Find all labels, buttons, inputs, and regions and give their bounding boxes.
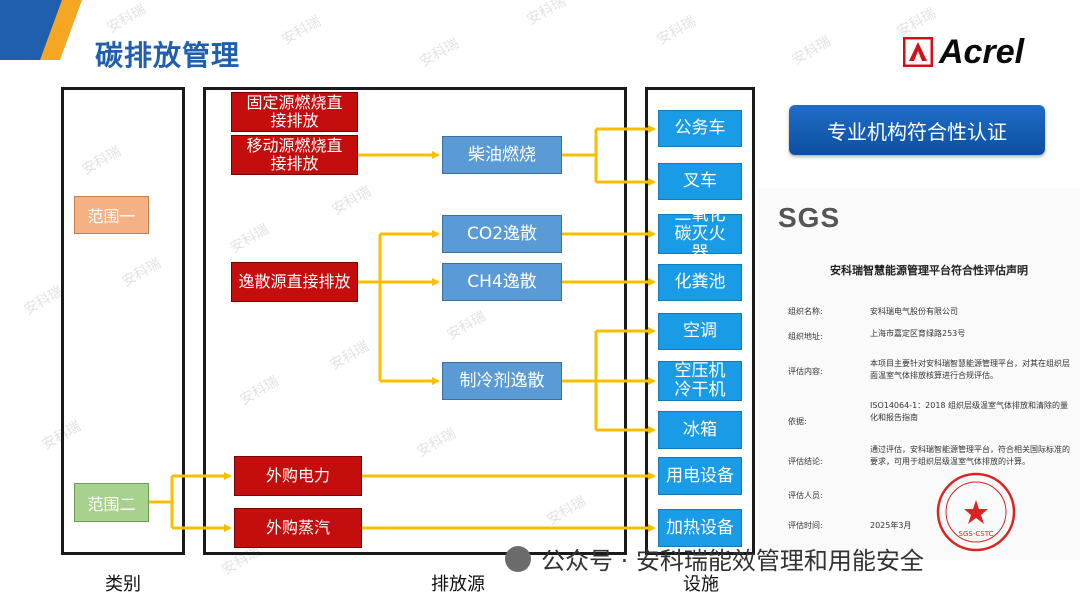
diesel-combustion-box: 柴油燃烧: [442, 136, 562, 174]
co2-fugitive-box: CO2逸散: [442, 215, 562, 253]
facility-power-equipment: 用电设备: [658, 457, 742, 495]
facility-forklift: 叉车: [658, 163, 742, 200]
sgs-certificate: SGS 安科瑞智慧能源管理平台符合性评估声明 组织名称: 安科瑞电气股份有限公司…: [758, 188, 1080, 560]
source-fixed-combustion: 固定源燃烧直接排放: [231, 92, 358, 132]
stamp-text: SGS-CSTC: [959, 530, 994, 538]
cert-value: 安科瑞电气股份有限公司: [870, 307, 958, 316]
cert-value: 2025年3月: [870, 521, 912, 530]
source-mobile-combustion: 移动源燃烧直接排放: [231, 135, 358, 175]
sgs-logo: SGS: [778, 202, 841, 233]
cert-label: 组织地址:: [788, 332, 823, 341]
cert-value: 本项目主要针对安科瑞智慧能源管理平台，对其在组织层面温室气体排放核算进行合规评估…: [870, 359, 1070, 380]
facility-heating-equipment: 加热设备: [658, 509, 742, 547]
column-label-facility: 设施: [683, 574, 719, 595]
footer-account: 公众号 · 安科瑞能效管理和用能安全: [505, 541, 924, 576]
facility-fridge: 冰箱: [658, 411, 742, 449]
source-panel: [203, 87, 627, 555]
cert-label: 评估内容:: [788, 367, 823, 376]
scope-two-box: 范围二: [74, 483, 149, 522]
cert-label: 评估人员:: [788, 491, 823, 500]
ch4-fugitive-box: CH4逸散: [442, 263, 562, 301]
source-fugitive: 逸散源直接排放: [231, 262, 358, 302]
cert-value: 上海市嘉定区育绿路253号: [870, 329, 966, 338]
page-title: 碳排放管理: [95, 39, 241, 72]
refrigerant-fugitive-box: 制冷剂逸散: [442, 362, 562, 400]
facility-car: 公务车: [658, 110, 742, 147]
category-panel: [61, 87, 185, 555]
facility-ac: 空调: [658, 313, 742, 350]
certification-banner: 专业机构符合性认证: [789, 105, 1045, 155]
acrel-logo-icon: [903, 37, 933, 67]
corner-decoration: [0, 0, 82, 60]
certificate-heading: 安科瑞智慧能源管理平台符合性评估声明: [830, 264, 1028, 277]
cert-value: 通过评估，安科瑞智能源管理平台，符合相关国际标准的要求，可用于组织层级温室气体排…: [870, 445, 1070, 466]
column-label-category: 类别: [105, 574, 141, 595]
official-stamp: SGS-CSTC: [936, 472, 1016, 552]
facility-septic: 化粪池: [658, 264, 742, 301]
column-label-source: 排放源: [431, 574, 485, 595]
cert-label: 评估结论:: [788, 457, 823, 466]
source-purchased-steam: 外购蒸汽: [234, 508, 362, 548]
footer-text: 公众号 · 安科瑞能效管理和用能安全: [541, 547, 924, 575]
facility-compressor: 空压机冷干机: [658, 361, 742, 401]
cert-label: 依据:: [788, 417, 807, 426]
facility-panel: [645, 87, 755, 555]
cert-label: 评估时间:: [788, 521, 823, 530]
cert-value: ISO14064-1：2018 组织层级温室气体排放和清除的量化和报告指南: [870, 401, 1069, 422]
wechat-icon: [505, 545, 531, 572]
cert-label: 组织名称:: [788, 307, 823, 316]
logo-text: Acrel: [939, 32, 1025, 71]
source-purchased-power: 外购电力: [234, 456, 362, 496]
acrel-logo: Acrel: [903, 32, 1025, 71]
facility-extinguisher: 二氧化碳灭火器: [658, 205, 742, 262]
scope-one-box: 范围一: [74, 196, 149, 234]
